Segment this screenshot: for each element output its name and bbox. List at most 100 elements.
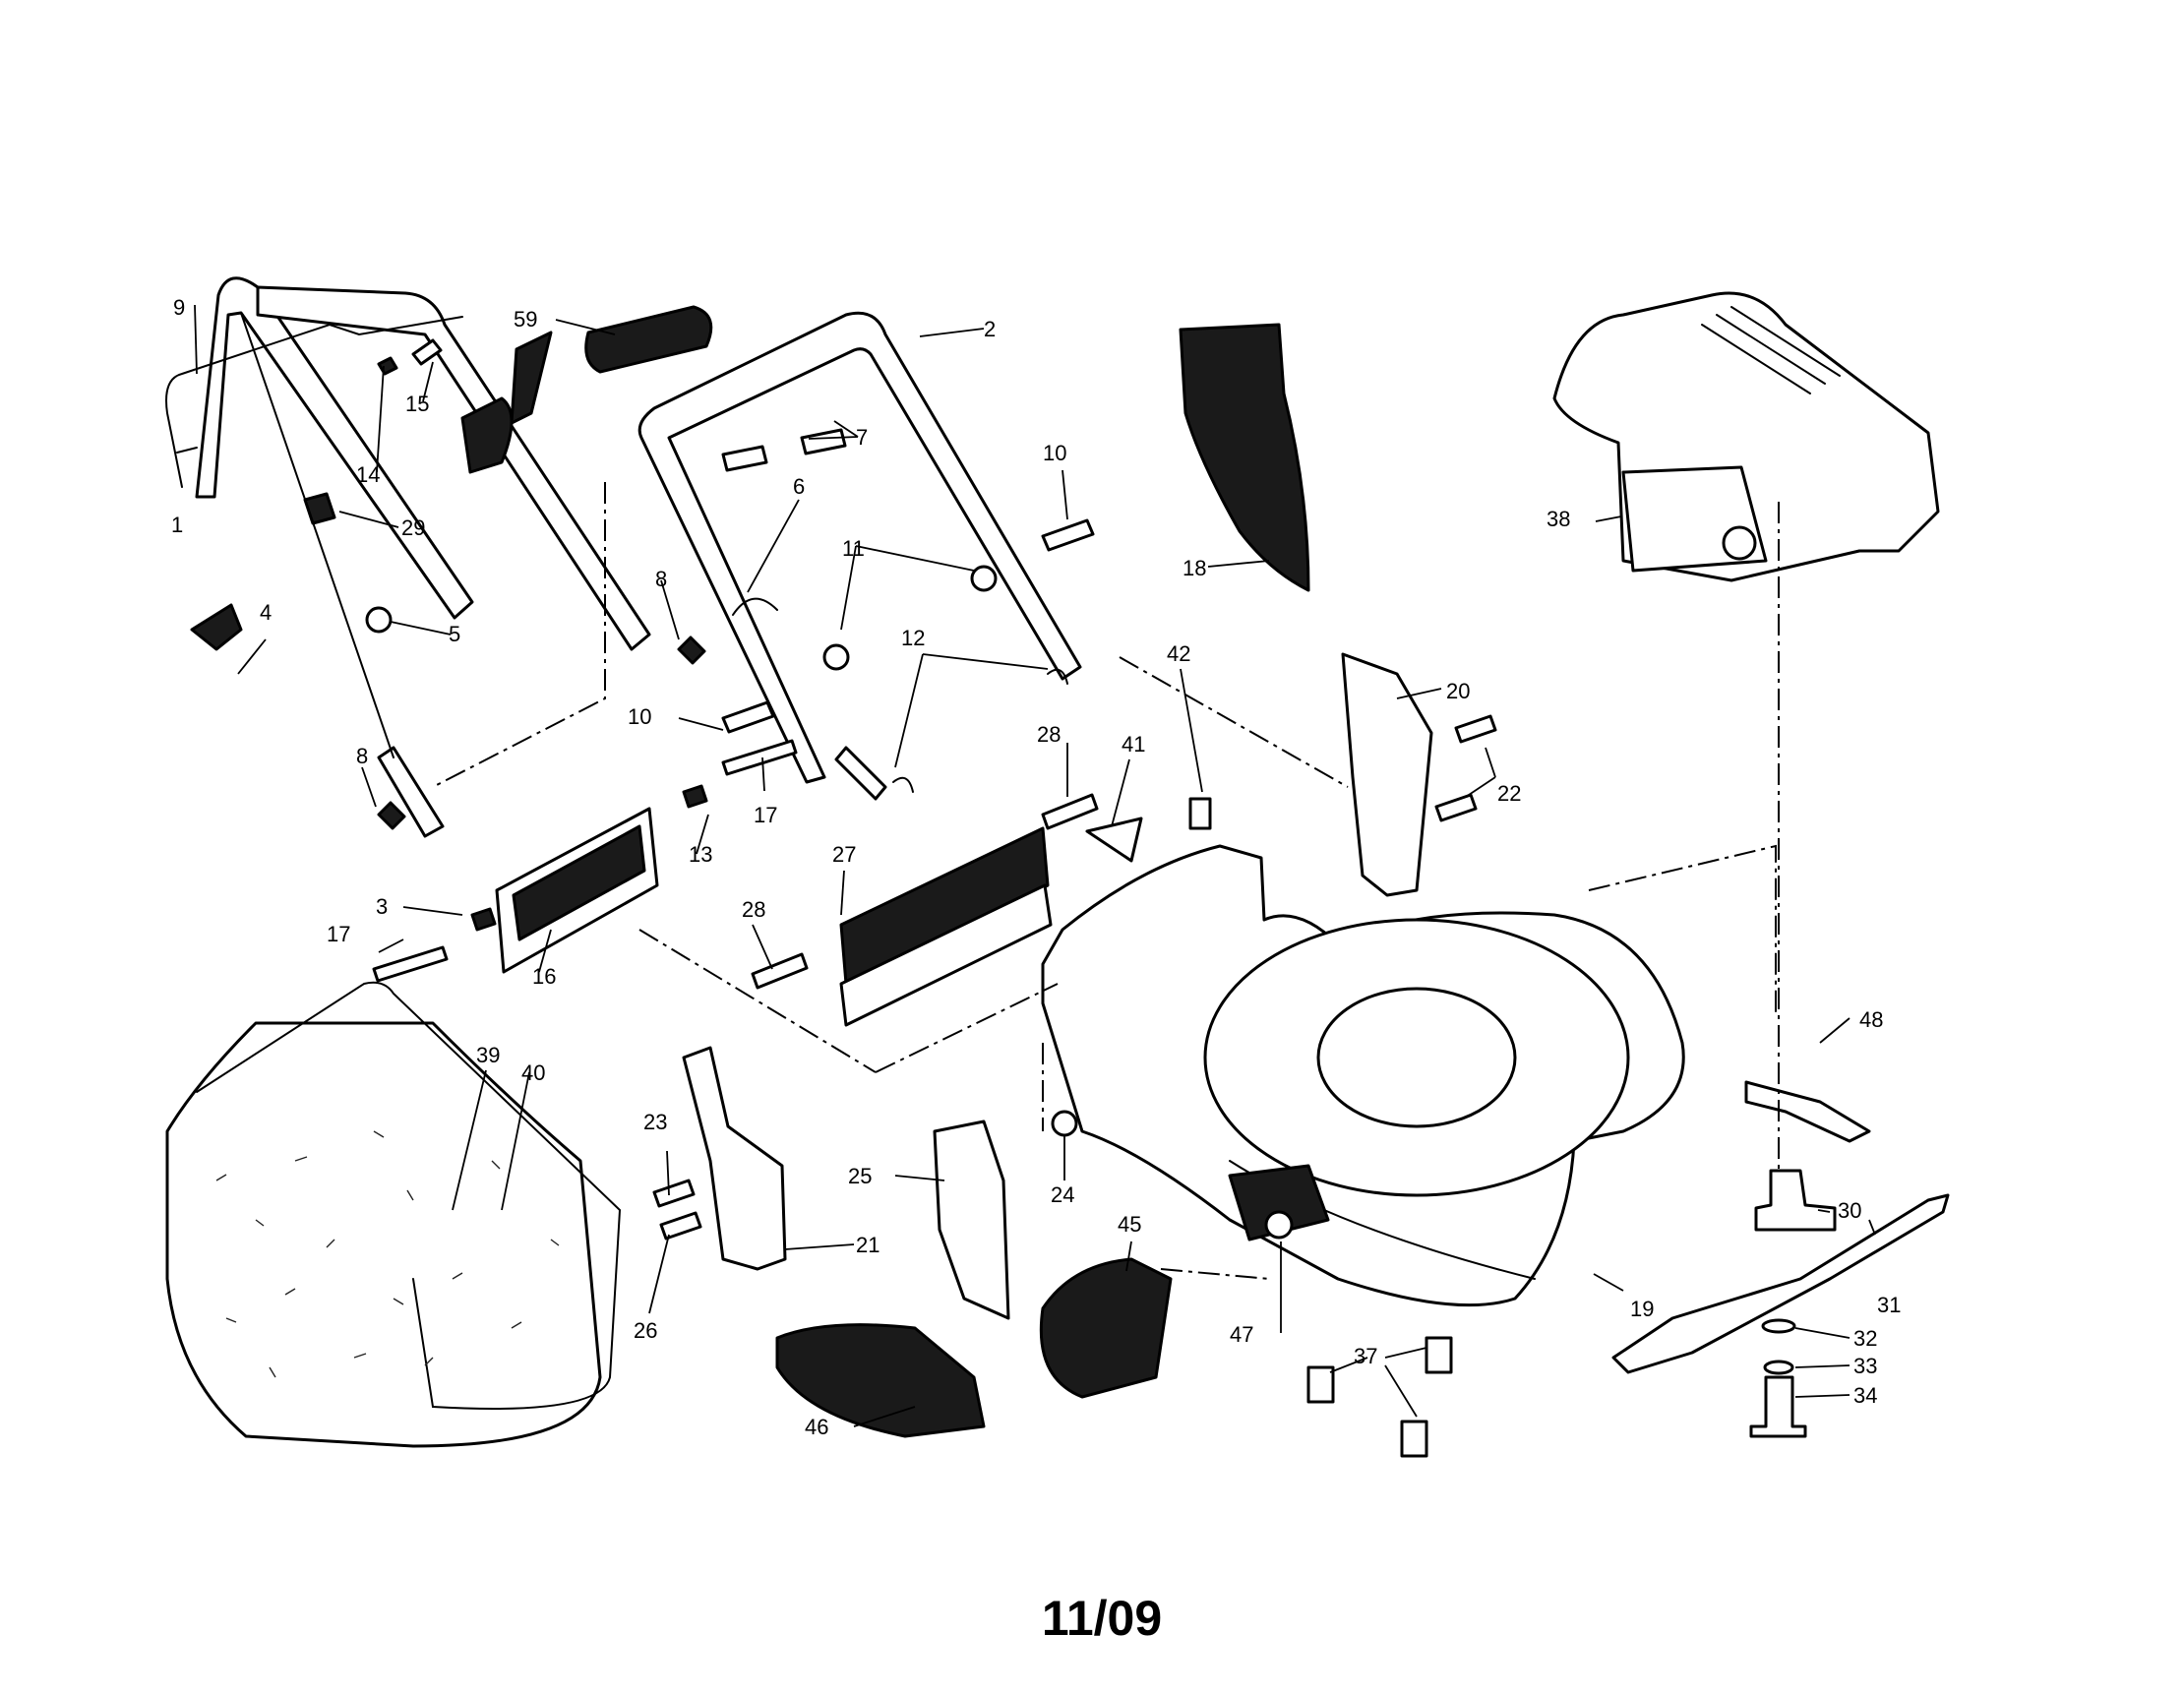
- callout-8a: 8: [655, 567, 667, 591]
- callout-23: 23: [643, 1110, 667, 1134]
- callout-47: 47: [1230, 1322, 1253, 1347]
- blade-assembly: [1611, 1080, 1950, 1438]
- callout-8b: 8: [356, 744, 368, 768]
- callout-34: 34: [1853, 1383, 1877, 1408]
- callout-40: 40: [521, 1060, 545, 1085]
- bolt-part-17a: [721, 739, 798, 776]
- callout-42: 42: [1167, 641, 1190, 666]
- callout-41: 41: [1122, 732, 1145, 757]
- callout-28b: 28: [742, 897, 765, 922]
- grass-catcher: [165, 981, 622, 1448]
- blade-bolt-part-34: [1749, 1375, 1807, 1438]
- callout-24: 24: [1051, 1182, 1074, 1207]
- callout-15: 15: [405, 392, 429, 416]
- bolt-part-22a: [1454, 714, 1497, 744]
- callout-21: 21: [856, 1233, 880, 1257]
- callout-5: 5: [449, 622, 460, 646]
- callout-6: 6: [793, 474, 805, 499]
- page-date-code: 11/09: [1042, 1591, 1162, 1646]
- callout-4: 4: [260, 600, 272, 625]
- bolt-part-37a: [1306, 1365, 1335, 1404]
- callout-14: 14: [356, 462, 380, 487]
- bolt-part-17b: [372, 945, 449, 983]
- callout-13: 13: [689, 842, 712, 867]
- rear-flap-part-27: [839, 826, 1053, 1027]
- callout-39: 39: [476, 1043, 500, 1067]
- callout-17b: 17: [327, 922, 350, 946]
- control-bail-part-9: [165, 316, 463, 488]
- callout-30: 30: [1838, 1198, 1861, 1223]
- callout-28a: 28: [1037, 722, 1061, 747]
- callout-37: 37: [1354, 1344, 1377, 1368]
- discharge-chute-part-46: [775, 1323, 986, 1438]
- callout-20: 20: [1446, 679, 1470, 703]
- upper-handle-part-2: [637, 311, 1082, 801]
- spring-part-3: [470, 907, 497, 932]
- handle-fasteners: [190, 338, 1095, 983]
- callout-48: 48: [1859, 1007, 1883, 1032]
- bolt-part-22b: [1434, 793, 1478, 822]
- catcher-bag-part-40: [165, 1021, 602, 1448]
- bolt-part-23: [652, 1179, 696, 1208]
- rear-door-part-16: [495, 807, 659, 974]
- washer-part-5: [365, 606, 393, 634]
- callout-29: 29: [401, 515, 425, 540]
- callout-45: 45: [1118, 1212, 1141, 1237]
- callout-11: 11: [842, 536, 865, 561]
- spring-part-13: [682, 784, 708, 809]
- nut-part-24: [1051, 1110, 1078, 1137]
- bolt-part-37b: [1425, 1336, 1453, 1374]
- bolt-part-28a: [1041, 793, 1099, 830]
- callout-1: 1: [171, 513, 183, 537]
- bolt-part-26: [659, 1211, 702, 1241]
- callout-7: 7: [856, 425, 868, 450]
- callout-25: 25: [848, 1164, 872, 1188]
- clip-part-15: [411, 338, 443, 366]
- callout-17a: 17: [754, 803, 777, 827]
- callout-33: 33: [1853, 1354, 1877, 1378]
- callout-10b: 10: [628, 704, 651, 729]
- star-nut-part-8b: [677, 636, 706, 665]
- blade-adapter-part-30: [1754, 1169, 1837, 1232]
- callout-27: 27: [832, 842, 856, 867]
- nut-part-47: [1264, 1210, 1294, 1240]
- height-adjuster-part-20: [1341, 652, 1433, 897]
- hairpin-part-12b: [892, 776, 914, 793]
- callout-leaders: [194, 304, 1876, 1427]
- callout-12: 12: [901, 626, 925, 650]
- washer-part-32: [1761, 1318, 1796, 1334]
- callout-3: 3: [376, 894, 388, 919]
- knob-part-4: [190, 603, 243, 651]
- baffle-part-48: [1744, 1080, 1871, 1143]
- chute-deflector-part-25: [933, 1120, 1010, 1320]
- callout-9: 9: [173, 295, 185, 320]
- bolt-part-37c: [1400, 1420, 1428, 1458]
- nut-part-11a: [970, 565, 998, 592]
- plug-part-41: [1085, 817, 1143, 863]
- engine-part-38: [1552, 291, 1940, 582]
- callout-18: 18: [1183, 556, 1206, 580]
- mower-deck-part-19: [1041, 844, 1685, 1307]
- mulch-cover-part-45: [1039, 1257, 1173, 1399]
- nut-part-11b: [822, 643, 850, 671]
- callout-16: 16: [532, 964, 556, 989]
- blade-part-31: [1611, 1193, 1950, 1374]
- callout-2: 2: [984, 317, 996, 341]
- hairpin-part-12a: [1047, 668, 1068, 685]
- callout-38: 38: [1547, 507, 1570, 531]
- bolt-part-42: [1188, 797, 1212, 830]
- lower-handle-part-1: [195, 276, 651, 838]
- callout-31: 31: [1877, 1293, 1901, 1317]
- handle-grip-part-59: [460, 305, 713, 474]
- callout-labels: 1 2 3 4 5 6 7 8 8 9 10 10 11 12 13 14 15…: [171, 295, 1901, 1439]
- callout-46: 46: [805, 1415, 828, 1439]
- callout-32: 32: [1853, 1326, 1877, 1351]
- bolt-part-7a: [800, 428, 847, 455]
- catcher-frame-part-39: [196, 981, 622, 1410]
- bolt-part-28b: [751, 952, 809, 990]
- callout-10a: 10: [1043, 441, 1066, 465]
- alignment-lines: [432, 482, 1780, 1280]
- callout-59: 59: [514, 307, 537, 332]
- star-nut-part-8a: [377, 801, 406, 830]
